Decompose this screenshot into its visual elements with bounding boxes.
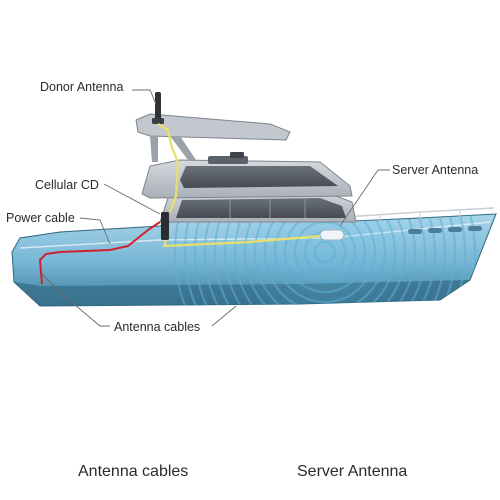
label-cellular-cd: Cellular CD (35, 178, 99, 192)
caption-server-antenna: Server Antenna (297, 463, 407, 480)
hardtop (135, 113, 291, 141)
leader-lines (41, 89, 390, 327)
donor-antenna-icon (152, 92, 164, 124)
signal-wave-pattern (173, 214, 477, 306)
server-antenna-icon (319, 229, 345, 241)
flybridge (135, 113, 353, 199)
antenna-cable-donor (157, 123, 180, 213)
caption-antenna-cables: Antenna cables (78, 463, 188, 480)
label-server-antenna: Server Antenna (392, 163, 478, 177)
boat-hull (11, 207, 497, 307)
power-cable-line (39, 221, 161, 285)
main-cabin (159, 189, 357, 223)
cellular-booster-icon (161, 212, 169, 240)
antenna-cable-server (162, 234, 321, 248)
label-power-cable: Power cable (6, 211, 75, 225)
portholes (408, 226, 482, 234)
label-donor-antenna: Donor Antenna (40, 80, 123, 94)
cabin-window-band (176, 198, 346, 218)
label-antenna-cables: Antenna cables (114, 320, 200, 334)
flybridge-window (180, 166, 338, 188)
